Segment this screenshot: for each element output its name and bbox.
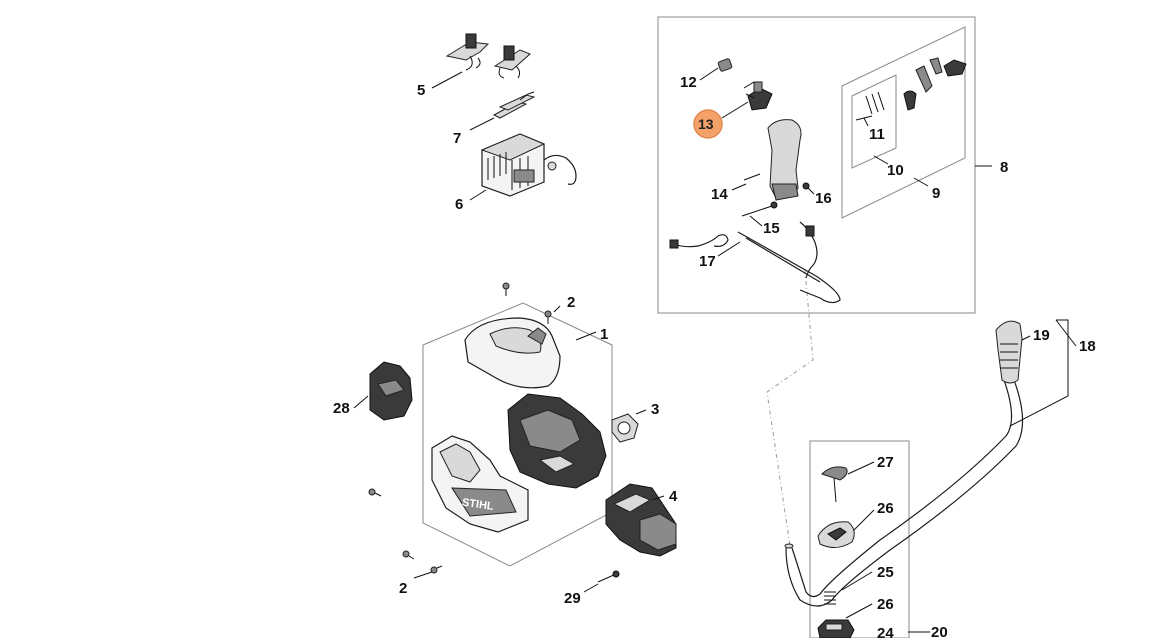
callout-7[interactable]: 7 [453,130,461,147]
part-screw-14 [743,173,761,181]
callout-1[interactable]: 1 [600,326,608,343]
assembly-box-handle [657,16,976,314]
highlight-marker[interactable] [693,109,723,139]
callout-27[interactable]: 27 [877,454,894,471]
part-motor [605,483,677,557]
part-gasket [611,413,639,443]
screw-icon [402,550,415,560]
callout-2[interactable]: 2 [399,580,407,597]
part-trigger-set-9 [903,57,967,111]
callout-8[interactable]: 8 [1000,159,1008,176]
part-housing-left-shell: STIHL [431,435,529,533]
part-contact-strips [492,91,536,119]
callout-26[interactable]: 26 [877,500,894,517]
part-handle-grip [767,119,802,201]
callout-6[interactable]: 6 [455,196,463,213]
callout-18[interactable]: 18 [1079,338,1096,355]
callout-13[interactable]: 13 [698,116,714,132]
part-battery-holder [480,133,577,197]
screw-icon [502,282,510,296]
callout-14[interactable]: 14 [711,186,728,203]
callout-12[interactable]: 12 [680,74,697,91]
screw-icon [368,488,382,497]
callout-20[interactable]: 20 [931,624,948,638]
part-cover-28 [369,361,413,421]
part-spring-25 [824,591,836,605]
callout-17[interactable]: 17 [699,253,716,270]
callout-24[interactable]: 24 [877,625,894,638]
connector-line [766,269,814,547]
callout-10[interactable]: 10 [887,162,904,179]
callout-26[interactable]: 26 [877,596,894,613]
part-housing-top-cover [464,317,561,389]
callout-11[interactable]: 11 [869,126,885,143]
part-clamp-27 [821,466,848,503]
screw-icon [597,570,620,583]
callout-25[interactable]: 25 [877,564,894,581]
callout-labels: 1 2 2 3 4 5 6 7 8 9 10 11 12 13 14 15 16… [333,74,1096,638]
part-switch-13 [743,81,773,111]
assembly-box-clamp [809,440,910,638]
brand-mark: STIHL [461,497,494,513]
part-clamp-26b [817,619,855,638]
part-springs-11 [855,91,885,121]
callout-2[interactable]: 2 [567,294,575,311]
part-loop-handle [784,320,1024,607]
part-bushing-12 [717,58,733,72]
part-cable-17 [669,221,841,304]
part-nut-16 [802,182,810,190]
callout-9[interactable]: 9 [932,185,940,202]
screw-icon [430,565,443,574]
callout-28[interactable]: 28 [333,400,350,417]
part-housing-right-shell [507,393,607,489]
callout-29[interactable]: 29 [564,590,581,607]
part-clamp-26a [817,521,855,548]
part-switch-contacts [445,33,531,79]
callout-19[interactable]: 19 [1033,327,1050,344]
callout-16[interactable]: 16 [815,190,832,207]
screw-icon [544,310,552,324]
leader-lines [353,67,1077,633]
callout-4[interactable]: 4 [669,488,678,505]
callout-5[interactable]: 5 [417,82,425,99]
callout-15[interactable]: 15 [763,220,780,237]
callout-3[interactable]: 3 [651,401,659,418]
part-screw-15 [741,201,778,217]
screws [368,282,620,583]
